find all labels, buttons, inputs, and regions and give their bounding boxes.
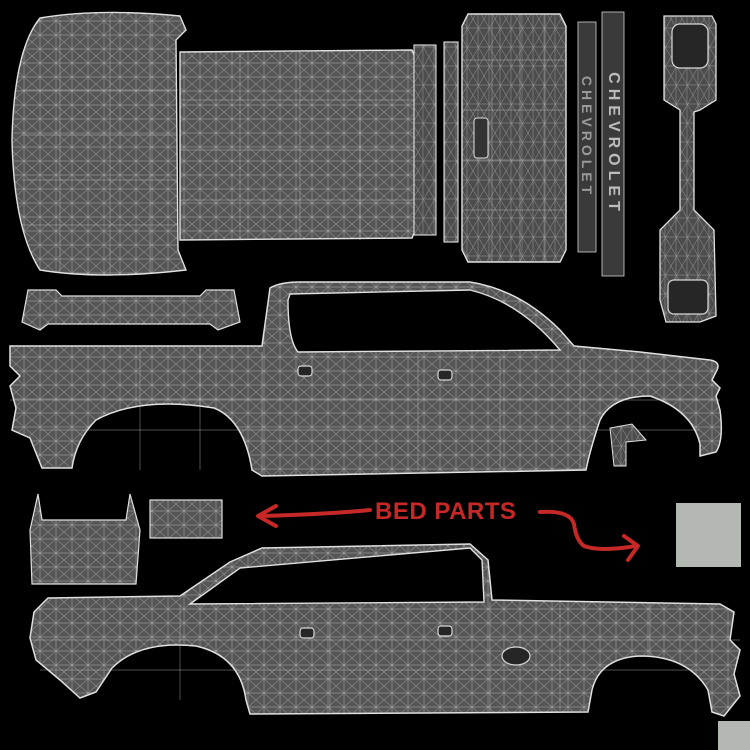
arrow-left xyxy=(260,508,372,518)
arrow-left-head xyxy=(256,504,278,528)
color-swatch-large xyxy=(676,503,741,567)
lower-door-handle-front xyxy=(299,627,315,639)
valance-strip xyxy=(21,289,241,331)
upper-door-handle-front xyxy=(297,365,313,377)
wordmark-strip-left xyxy=(577,21,597,253)
bed-panel-left xyxy=(29,493,141,585)
arrow-right-head xyxy=(622,534,640,562)
tailgate-panel xyxy=(461,13,567,263)
bed-parts-label: BED PARTS xyxy=(375,498,517,525)
pillar-strip-right xyxy=(443,41,459,243)
upper-window xyxy=(287,289,562,353)
tailgate-handle xyxy=(473,117,489,159)
chevrolet-wordmark-1: CHEVROLET xyxy=(579,75,595,199)
hood-panel xyxy=(11,11,187,276)
body-side-lower xyxy=(29,543,741,717)
bumper-pocket-top xyxy=(671,23,709,69)
pillar-strip-left xyxy=(413,44,437,236)
mirror-piece xyxy=(609,423,648,467)
color-swatch-small xyxy=(718,721,750,750)
body-side-upper xyxy=(9,281,723,477)
wordmark-strip-right xyxy=(601,11,625,277)
lower-window xyxy=(187,547,485,605)
bed-panel-small xyxy=(149,499,223,539)
arrow-right xyxy=(538,509,638,551)
lower-door-handle-rear xyxy=(437,625,453,637)
fuel-door xyxy=(501,646,531,666)
bumper-pocket-bottom xyxy=(667,279,709,315)
upper-door-handle-rear xyxy=(437,369,453,381)
rear-bumper xyxy=(659,15,717,323)
chevrolet-wordmark-2: CHEVROLET xyxy=(605,72,623,216)
